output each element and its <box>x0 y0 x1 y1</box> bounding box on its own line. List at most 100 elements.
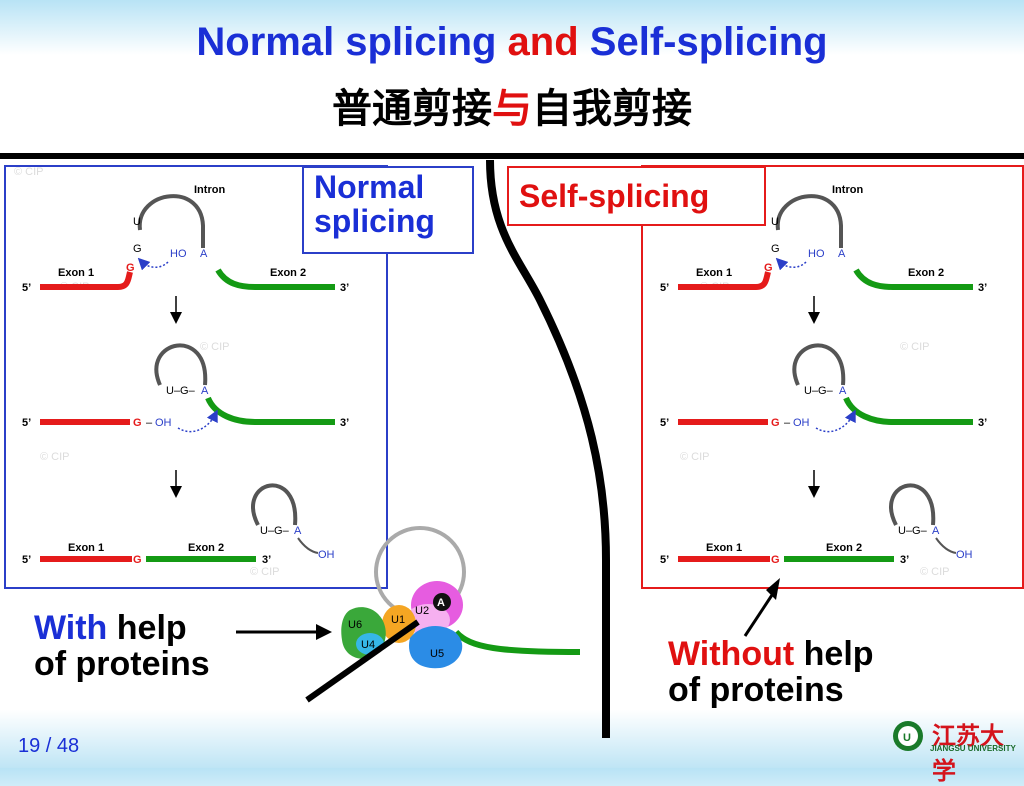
base-g-red: G <box>126 262 135 274</box>
title-cn-part2: 自我剪接 <box>532 86 692 132</box>
exon1-label: Exon 1 <box>68 542 104 554</box>
three-prime-label: 3’ <box>340 417 349 429</box>
without-arrow-head <box>766 578 780 600</box>
oh-label: OH <box>155 417 172 429</box>
watermark-text: © CIP <box>680 451 710 463</box>
base-g-red: G <box>133 417 142 429</box>
splicing-diagram: © CIP © CIP © CIP © CIP © CIP © CIP © CI… <box>14 159 987 751</box>
watermark-text: © CIP <box>200 341 230 353</box>
base-g: G <box>771 243 780 255</box>
base-g-red: G <box>771 417 780 429</box>
divider-curve <box>486 159 610 738</box>
base-g-red: G <box>133 554 142 566</box>
branch-a: A <box>437 597 445 609</box>
five-prime-label: 5’ <box>22 417 31 429</box>
exon2-label: Exon 2 <box>270 267 306 279</box>
without-arrow-line <box>743 594 774 637</box>
exon1-label: Exon 1 <box>58 267 94 279</box>
u1-label: U1 <box>391 614 405 626</box>
normal-step3: U–G– A OH G Exon 1 Exon 2 5’ 3’ <box>22 483 335 566</box>
five-prime-label: 5’ <box>22 282 31 294</box>
u1-snrnp <box>382 605 416 643</box>
normal-step1: Intron U G G HO A Exon 1 Exon 2 5’ 3’ <box>22 184 349 324</box>
self-steps: Intron U G G HO A Exon 1 Exon 2 5’ 3’ U–… <box>660 184 987 566</box>
three-prime-label: 3’ <box>978 282 987 294</box>
base-g: G <box>133 243 142 255</box>
base-a: A <box>294 525 302 537</box>
five-prime-label: 5’ <box>660 417 669 429</box>
spliceosome: A U2 U1 U6 U4 U5 <box>341 526 581 669</box>
without-help-word: help <box>794 635 874 673</box>
normal-step2: U–G– A G – OH 5’ 3’ <box>22 343 349 498</box>
exon1-label: Exon 1 <box>706 542 742 554</box>
ug-a-label: U–G– <box>898 525 928 537</box>
five-prime-label: 5’ <box>660 554 669 566</box>
title-divider <box>0 153 1024 159</box>
svg-text:U: U <box>903 732 911 744</box>
with-line2: of proteins <box>34 645 210 683</box>
with-help-word: help <box>107 609 187 647</box>
ug-a-label: U–G– <box>166 385 196 397</box>
page-number: 19 / 48 <box>18 735 80 757</box>
branch-a-circle <box>433 593 451 611</box>
watermark-text: © CIP <box>250 566 280 578</box>
university-name-en: JIANGSU UNIVERSITY <box>930 744 1016 753</box>
slide-title-english: Normal splicing and Self-splicing <box>0 20 1024 65</box>
pointer-bar <box>305 619 420 703</box>
u2-label: U2 <box>415 605 429 617</box>
intron-label: Intron <box>832 184 863 196</box>
without-word: Without <box>668 635 795 673</box>
dash: – <box>784 417 791 429</box>
three-prime-label: 3’ <box>262 554 271 566</box>
without-line2: of proteins <box>668 671 844 709</box>
self-step2: U–G– A G – OH 5’ 3’ <box>660 343 987 498</box>
base-a: A <box>839 385 847 397</box>
with-arrow-head <box>316 624 332 640</box>
dash: – <box>146 417 153 429</box>
base-a: A <box>838 248 846 260</box>
normal-splicing-tag: Normal splicing <box>302 166 474 254</box>
watermark-text: © CIP <box>14 166 44 178</box>
watermark-text: © CIP <box>920 566 950 578</box>
ho-label: HO <box>170 248 187 260</box>
watermark-text: © CIP <box>40 451 70 463</box>
self-step1: Intron U G G HO A Exon 1 Exon 2 5’ 3’ <box>660 184 987 324</box>
ug-a-label: U–G– <box>260 525 290 537</box>
self-splicing-panel <box>641 165 1024 589</box>
exon-strand <box>453 629 581 655</box>
without-help-label: Without help of proteins <box>668 636 874 708</box>
three-prime-label: 3’ <box>978 417 987 429</box>
watermark-left: © CIP © CIP © CIP © CIP © CIP <box>14 166 280 578</box>
exon2-label: Exon 2 <box>908 267 944 279</box>
watermark-right: © CIP © CIP © CIP © CIP © CIP <box>660 166 950 578</box>
three-prime-label: 3’ <box>900 554 909 566</box>
title-and: and <box>507 20 579 64</box>
five-prime-label: 5’ <box>22 554 31 566</box>
ho-label: HO <box>808 248 825 260</box>
self-step3: U–G– A OH G Exon 1 Exon 2 5’ 3’ <box>660 483 973 566</box>
base-u: U <box>771 216 779 228</box>
exon1-label: Exon 1 <box>696 267 732 279</box>
title-cn-yu: 与 <box>492 86 532 132</box>
with-word: With <box>34 609 108 647</box>
base-a: A <box>201 385 209 397</box>
with-help-label: With help of proteins <box>34 610 210 682</box>
slide-title-chinese: 普通剪接与自我剪接 <box>0 76 1024 134</box>
base-g-red: G <box>764 262 773 274</box>
title-part1: Normal splicing <box>196 20 508 64</box>
self-splicing-tag: Self-splicing <box>507 166 766 226</box>
base-a: A <box>932 525 940 537</box>
u4-label: U4 <box>361 639 375 651</box>
oh-label: OH <box>793 417 810 429</box>
u5-snrnp <box>409 626 463 669</box>
base-g-red: G <box>771 554 780 566</box>
intron-label: Intron <box>194 184 225 196</box>
base-u: U <box>133 216 141 228</box>
watermark-text: © CIP <box>900 341 930 353</box>
exon2-label: Exon 2 <box>826 542 862 554</box>
u5-label: U5 <box>430 648 444 660</box>
oh-label: OH <box>956 549 973 561</box>
title-cn-part1: 普通剪接 <box>332 86 492 132</box>
title-part2: Self-splicing <box>578 20 828 64</box>
five-prime-label: 5’ <box>660 282 669 294</box>
